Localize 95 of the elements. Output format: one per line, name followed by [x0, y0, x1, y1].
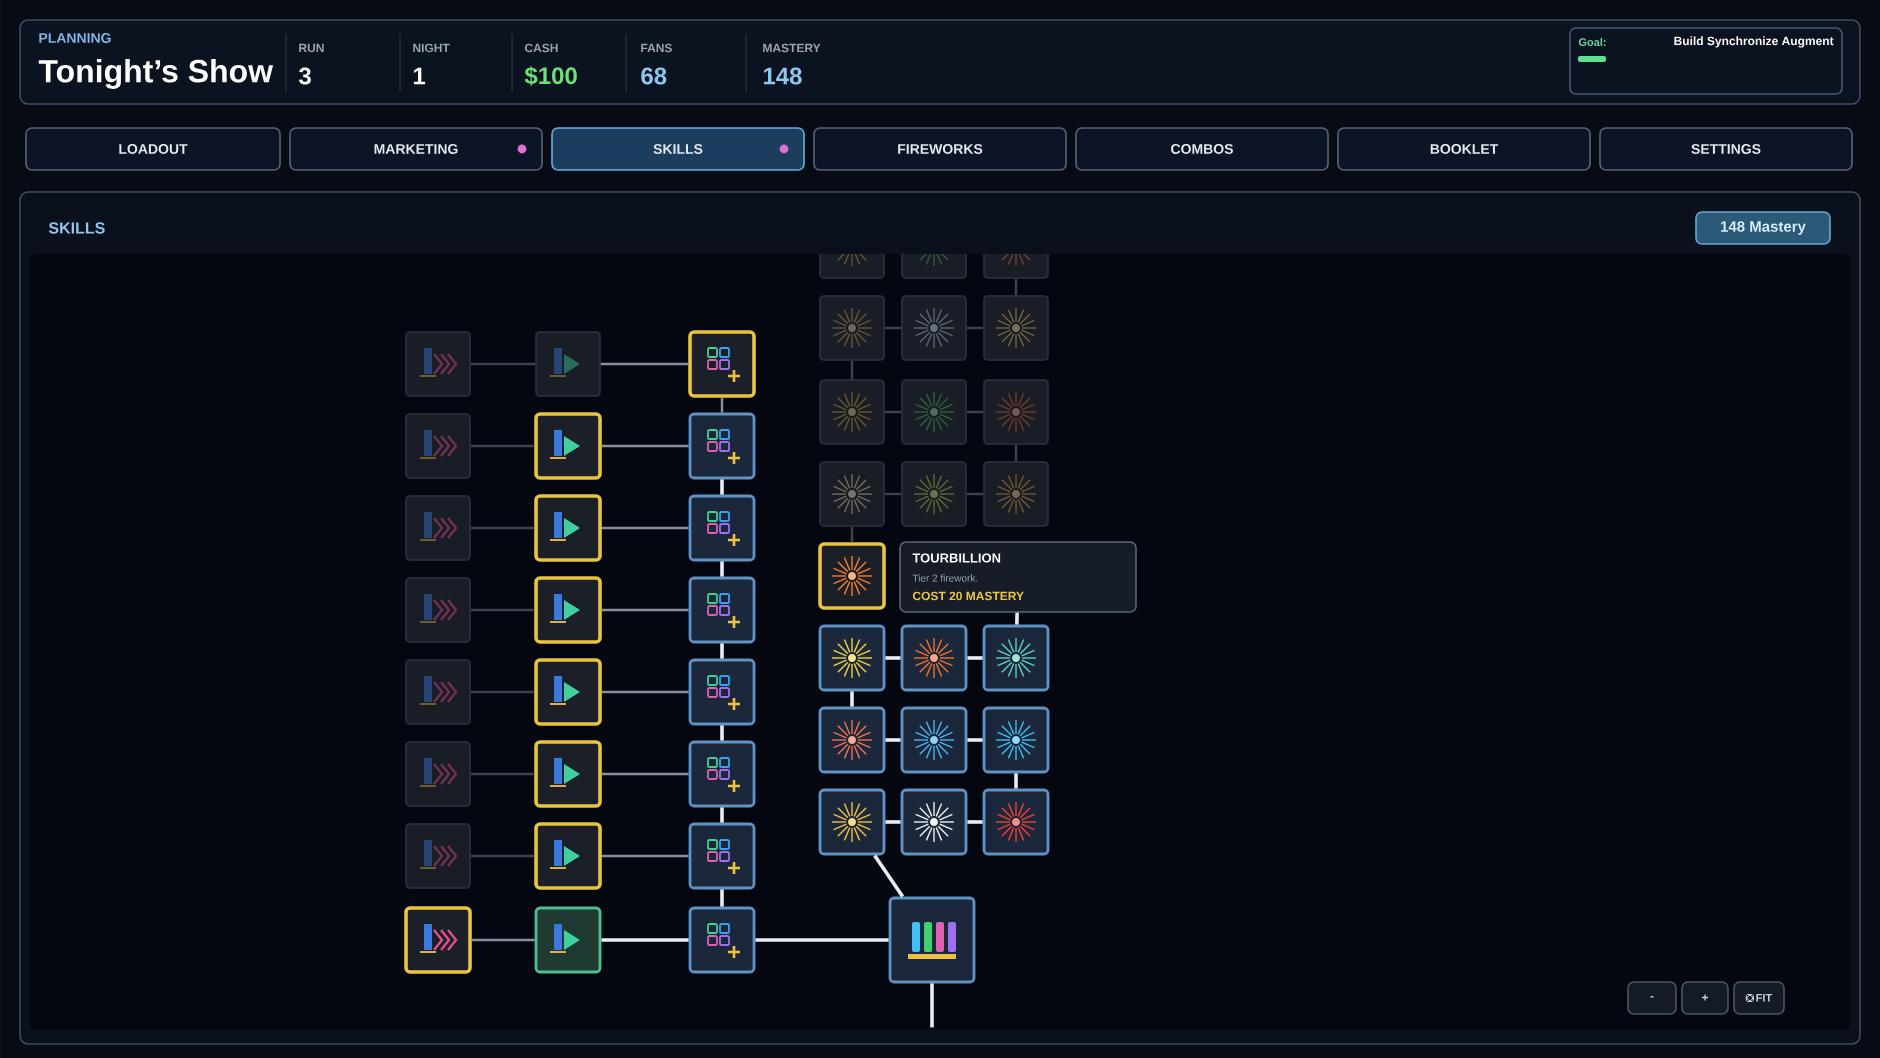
connector-line — [601, 690, 689, 694]
skill-tile — [405, 823, 471, 889]
skill-tile — [534, 822, 602, 890]
connector-line — [885, 738, 901, 742]
connector-line — [471, 938, 535, 942]
connector-line — [470, 362, 536, 366]
connector-line — [470, 854, 535, 858]
skill-tile — [983, 379, 1049, 445]
skill-tile — [534, 412, 602, 480]
skill-tile — [819, 461, 885, 527]
connector-line — [884, 492, 902, 496]
screen-title: Tonight’s Show — [38, 59, 274, 89]
skill-tile — [983, 295, 1049, 361]
connector-line — [601, 444, 689, 448]
skill-tile — [982, 624, 1050, 692]
skill-tile — [819, 295, 885, 361]
connector-line — [885, 656, 901, 660]
skill-tile — [534, 740, 602, 808]
connector-line — [720, 561, 724, 577]
connector-line — [850, 526, 854, 543]
connector-line — [884, 326, 902, 330]
connector-line — [720, 807, 724, 823]
skill-tile — [818, 706, 886, 774]
skill-tile — [982, 706, 1050, 774]
stat-value: 3 — [299, 67, 311, 85]
skill-tile — [534, 906, 602, 974]
skill-tile — [405, 413, 471, 479]
connector-line — [470, 690, 535, 694]
connector-line — [873, 854, 905, 898]
skill-tile — [405, 331, 471, 397]
connector-line — [720, 479, 724, 495]
skill-tile — [534, 658, 602, 726]
connector-line — [601, 938, 689, 942]
skill-tile — [818, 624, 886, 692]
connector-line — [470, 444, 535, 448]
connector-line — [884, 410, 902, 414]
connector-line — [850, 360, 854, 380]
connector-line — [600, 362, 689, 366]
connector-line — [601, 608, 689, 612]
connector-line — [967, 738, 983, 742]
skill-tile — [900, 706, 968, 774]
skill-tile — [534, 576, 602, 644]
skill-tile — [534, 494, 602, 562]
connector-line — [755, 938, 889, 942]
skill-tile — [688, 412, 756, 480]
connector-line — [720, 397, 724, 413]
skill-tile — [900, 788, 968, 856]
connector-line — [601, 772, 689, 776]
connector-line — [966, 492, 984, 496]
skill-tile — [688, 740, 756, 808]
connector-line — [967, 820, 983, 824]
skill-tile — [688, 822, 756, 890]
skill-tile — [901, 379, 967, 445]
connector-line — [470, 772, 535, 776]
connector-line — [966, 326, 984, 330]
skill-tile — [405, 659, 471, 725]
skill-tile — [901, 461, 967, 527]
skill-tile — [405, 577, 471, 643]
panel-title: SKILLS — [48, 222, 105, 234]
connector-line — [470, 608, 535, 612]
stat-value: 68 — [641, 67, 667, 85]
skill-tile — [405, 741, 471, 807]
skill-tile — [900, 624, 968, 692]
connector-line — [720, 725, 724, 741]
connector-line — [850, 691, 854, 707]
skill-tile — [535, 331, 601, 397]
skill-tile — [983, 461, 1049, 527]
skill-tile — [818, 542, 886, 610]
stat-value: $100 — [524, 66, 577, 86]
skill-tile — [405, 495, 471, 561]
connector-line — [720, 643, 724, 659]
skill-tile — [688, 658, 756, 726]
connector-line — [1014, 773, 1018, 789]
connector-line — [720, 889, 724, 907]
connector-line — [967, 656, 983, 660]
connector-line — [1014, 278, 1018, 296]
connector-line — [966, 410, 984, 414]
skill-tile — [901, 295, 967, 361]
skill-tile — [688, 494, 756, 562]
connector-line — [1015, 612, 1019, 625]
stat-value: 1 — [413, 67, 426, 85]
connector-line — [1014, 444, 1018, 462]
skill-tile — [819, 379, 885, 445]
skill-tile — [688, 330, 756, 398]
skill-tile — [818, 788, 886, 856]
connector-line — [601, 854, 689, 858]
stat-value: 148 — [763, 67, 802, 85]
skill-tile — [688, 576, 756, 644]
connector-line — [601, 526, 689, 530]
skill-tile — [404, 906, 472, 974]
connector-line — [470, 526, 535, 530]
skill-tile — [982, 788, 1050, 856]
connector-line — [930, 983, 934, 1028]
connector-line — [885, 820, 901, 824]
skill-tile — [688, 906, 756, 974]
